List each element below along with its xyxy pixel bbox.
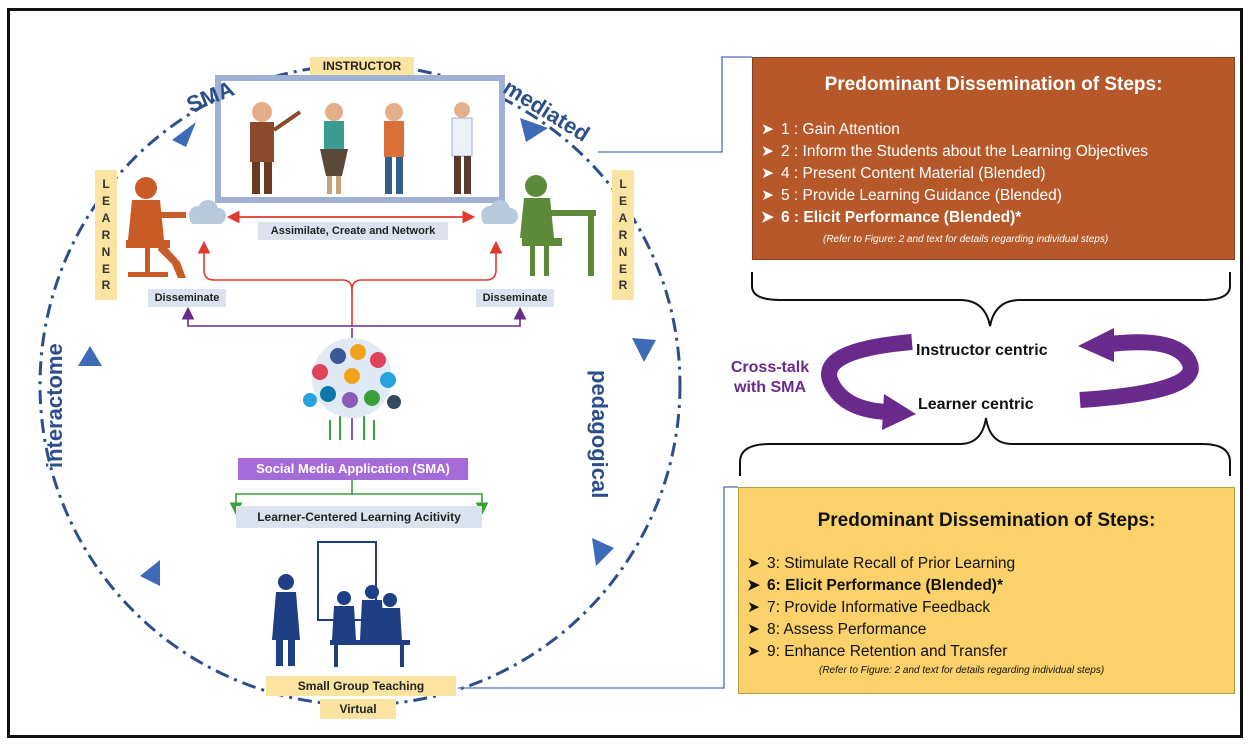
learner-letter: R: [101, 227, 111, 242]
instructor-step-text: 2 : Inform the Students about the Learni…: [781, 143, 1149, 160]
cycle-arrow-5: [140, 560, 160, 586]
learner-letter: E: [101, 194, 110, 209]
instructor-step-text: 6 : Elicit Performance (Blended)*: [781, 209, 1022, 226]
learner-step: ➤3: Stimulate Recall of Prior Learning: [747, 555, 1016, 572]
learner-letter: E: [618, 194, 627, 209]
learner-step: ➤9: Enhance Retention and Transfer: [747, 643, 1008, 660]
learner-letter: R: [618, 278, 628, 293]
cycle-arrow-1: [172, 122, 196, 147]
crosstalk-arrow-left: [821, 334, 913, 420]
learner-step-text: 6: Elicit Performance (Blended)*: [767, 577, 1004, 594]
disseminate-right-label: Disseminate: [476, 289, 554, 307]
learner-letter: R: [618, 227, 628, 242]
instructor-box-note: (Refer to Figure: 2 and text for details…: [823, 234, 1109, 245]
instructor-step-text: 4 : Present Content Material (Blended): [781, 165, 1046, 182]
learner-left-figure: [126, 177, 186, 278]
learner-letter: A: [618, 211, 628, 226]
brace-bottom: [739, 417, 1231, 476]
instructor-step: ➤4 : Present Content Material (Blended): [761, 165, 1046, 182]
instructor-step: ➤2 : Inform the Students about the Learn…: [761, 143, 1149, 160]
cross-talk-label: Cross-talk with SMA: [725, 358, 815, 398]
curve-word-interactome: interactome: [42, 343, 67, 468]
learner-activity-label: Learner-Centered Learning Acitivity: [236, 506, 482, 528]
instructor-step: ➤1 : Gain Attention: [761, 121, 900, 138]
learner-tag-left: L E A R N E R: [95, 170, 117, 300]
instructor-step-text: 5 : Provide Learning Guidance (Blended): [781, 187, 1062, 204]
virtual-label: Virtual: [320, 699, 396, 719]
instructor-figures: [250, 102, 473, 194]
learner-step: ➤6: Elicit Performance (Blended)*: [747, 577, 1004, 594]
learner-step-text: 9: Enhance Retention and Transfer: [767, 643, 1008, 660]
learner-step-text: 3: Stimulate Recall of Prior Learning: [767, 555, 1016, 572]
learner-steps-box: Predominant Dissemination of Steps: ➤3: …: [738, 487, 1235, 694]
learner-letter: L: [102, 177, 110, 192]
learner-step-text: 8: Assess Performance: [767, 621, 927, 638]
instructor-label: INSTRUCTOR: [310, 57, 414, 75]
cycle-arrow-6: [78, 346, 102, 366]
learner-letter: E: [618, 261, 627, 276]
cycle-arrow-2: [520, 118, 548, 142]
cycle-arrow-3: [632, 338, 656, 362]
assimilate-label: Assimilate, Create and Network: [258, 222, 448, 240]
instructor-steps-box: Predominant Dissemination of Steps: ➤1 :…: [752, 57, 1235, 260]
instructor-box-title: Predominant Dissemination of Steps:: [824, 74, 1163, 95]
learner-letter: N: [618, 244, 628, 259]
instructor-step: ➤5 : Provide Learning Guidance (Blended): [761, 187, 1062, 204]
curve-word-pedagogical: pedagogical: [587, 370, 612, 499]
small-group-label: Small Group Teaching: [266, 676, 456, 696]
instructor-centric-label: Instructor centric: [916, 342, 1048, 359]
learner-step: ➤7: Provide Informative Feedback: [747, 599, 991, 616]
figure-frame: [7, 8, 1243, 738]
learner-letter: N: [101, 244, 111, 259]
cycle-arrow-4: [592, 538, 614, 566]
learner-right-figure: [520, 175, 596, 276]
brace-top: [751, 272, 1231, 327]
crosstalk-arrow-right: [1079, 334, 1199, 408]
cross-talk-line: Cross-talk: [730, 359, 810, 376]
cloud-right: [481, 200, 518, 224]
learner-box-title: Predominant Dissemination of Steps:: [817, 510, 1156, 531]
learner-letter: R: [101, 278, 111, 293]
cross-talk-line: with SMA: [734, 379, 806, 396]
sma-label: Social Media Application (SMA): [238, 458, 468, 480]
disseminate-left-label: Disseminate: [148, 289, 226, 307]
instructor-step-text: 1 : Gain Attention: [781, 121, 900, 138]
learner-step: ➤8: Assess Performance: [747, 621, 927, 638]
learner-tag-right: L E A R N E R: [612, 170, 634, 300]
learner-box-note: (Refer to Figure: 2 and text for details…: [819, 665, 1105, 676]
learner-letter: A: [101, 211, 111, 226]
learner-letter: L: [619, 177, 627, 192]
learner-step-text: 7: Provide Informative Feedback: [767, 599, 991, 616]
learner-centric-label: Learner centric: [918, 396, 1034, 413]
small-group-figures: [272, 541, 410, 667]
learner-letter: E: [101, 261, 110, 276]
instructor-step: ➤6 : Elicit Performance (Blended)*: [761, 209, 1022, 226]
sma-tree: [303, 328, 401, 440]
cloud-left: [189, 200, 226, 224]
